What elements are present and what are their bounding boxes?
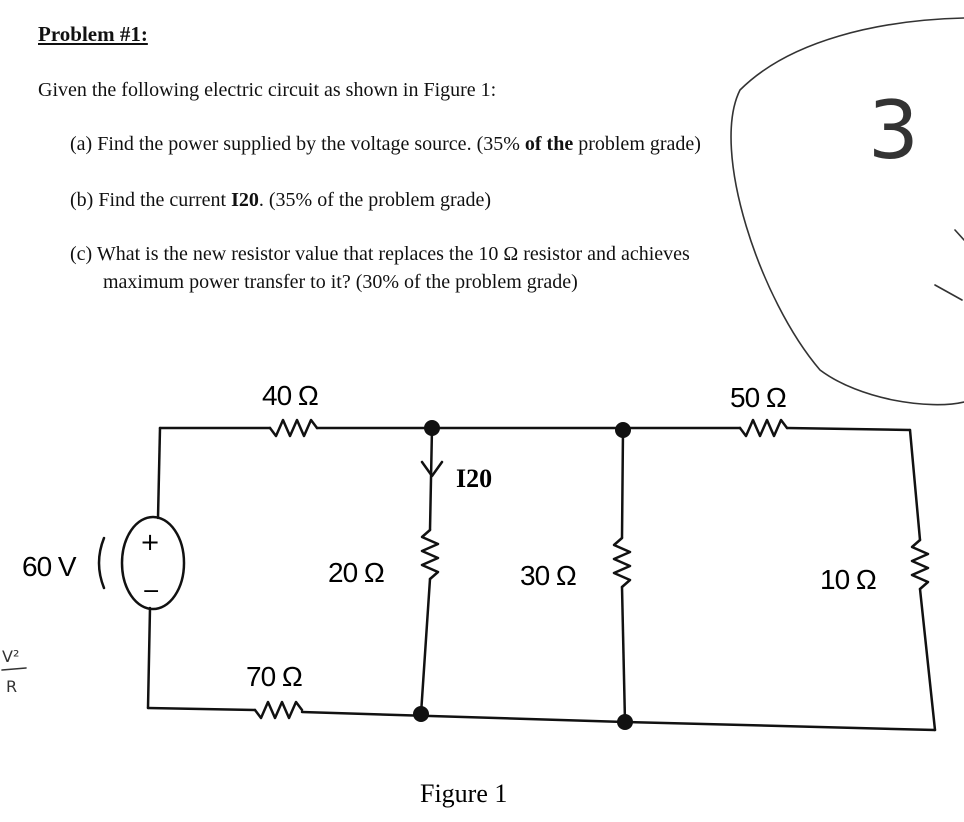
resistor-10-symbol	[910, 538, 930, 591]
problem-title: Problem #1:	[38, 22, 148, 46]
node-bottom-30	[617, 714, 633, 730]
wire-left-upper	[156, 426, 162, 520]
question-a: (a) Find the power supplied by the volta…	[70, 133, 701, 156]
resistor-30-symbol	[612, 536, 632, 589]
resistor-50-label: 50 Ω	[730, 382, 786, 413]
question-b-text: (b) Find the current	[70, 189, 227, 211]
source-voltage-label: 60 V	[22, 551, 77, 582]
source-bracket	[97, 536, 106, 590]
question-c-line2: maximum power transfer to it? (30% of th…	[103, 271, 578, 293]
wire-bottom-right	[623, 720, 937, 732]
margin-note-bottom: R	[6, 677, 17, 696]
question-c-line1: (c) What is the new resistor value that …	[70, 243, 690, 265]
resistor-70-symbol	[253, 700, 304, 720]
handwritten-grade: 3	[868, 84, 919, 177]
wire-20-lower	[419, 577, 432, 716]
resistor-20-symbol	[420, 528, 440, 581]
node-top-20	[424, 420, 440, 436]
source-minus-sign: −	[142, 579, 160, 604]
question-b-tail: . (35% of the problem grade)	[258, 189, 492, 211]
question-a-bold: of the	[524, 133, 574, 155]
resistor-40-label: 40 Ω	[262, 380, 318, 411]
resistor-20-label: 20 Ω	[328, 557, 384, 588]
question-a-text: (a) Find the power supplied by the volta…	[70, 133, 520, 155]
margin-note-top: V²	[2, 647, 19, 666]
source-plus-sign: +	[140, 528, 160, 556]
question-b-current: I20	[231, 189, 259, 211]
node-top-30	[615, 422, 631, 438]
resistor-10-label: 10 Ω	[820, 564, 876, 595]
question-b: (b) Find the current I20. (35% of the pr…	[70, 189, 491, 212]
current-label: I20	[456, 464, 492, 493]
figure-caption: Figure 1	[420, 779, 507, 808]
wire-top-right	[785, 426, 912, 432]
resistor-50-symbol	[738, 418, 789, 438]
resistor-30-label: 30 Ω	[520, 560, 576, 591]
wire-left-lower	[146, 606, 152, 710]
node-bottom-20	[413, 706, 429, 722]
handwritten-circle	[730, 17, 964, 406]
resistor-70-label: 70 Ω	[246, 661, 302, 692]
handwritten-fraction-bar	[1, 667, 27, 671]
handwritten-mark-right	[934, 229, 964, 301]
wire-bottom-mid	[300, 710, 627, 724]
wire-bottom-left	[146, 706, 257, 712]
wire-10-lower	[918, 587, 937, 732]
resistor-40-symbol	[268, 418, 319, 438]
wire-30-upper	[620, 428, 625, 540]
current-arrow-icon	[420, 460, 444, 478]
problem-intro: Given the following electric circuit as …	[38, 79, 497, 101]
voltage-source-icon	[120, 515, 186, 611]
wire-30-lower	[620, 585, 627, 724]
question-a-tail: problem grade)	[578, 133, 701, 155]
wire-20-upper	[428, 426, 434, 532]
wire-10-upper	[908, 428, 922, 542]
